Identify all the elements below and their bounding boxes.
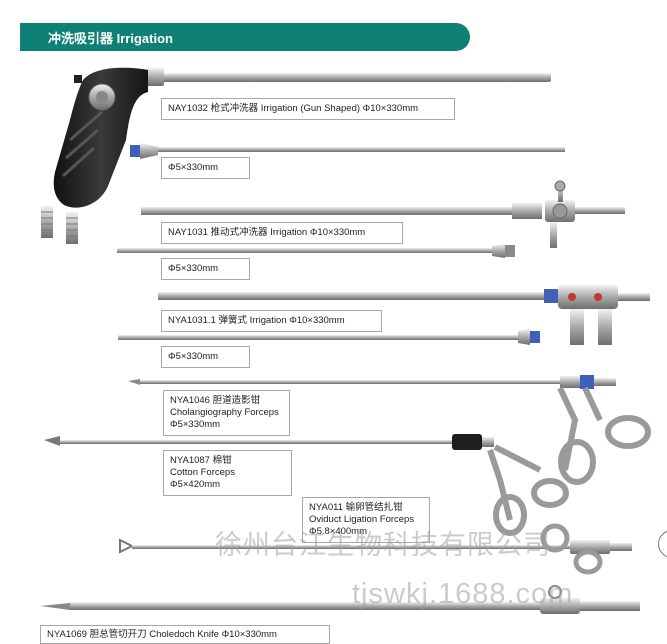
section-title: 冲洗吸引器 Irrigation bbox=[48, 30, 173, 46]
cholangiography-forceps-image bbox=[128, 375, 651, 485]
cotton-forceps-image bbox=[44, 434, 569, 536]
label-spring-irrigator: NYA1031.1 弹簧式 Irrigation Φ10×330mm bbox=[161, 310, 382, 332]
gun-irrigator-image bbox=[41, 67, 551, 244]
label-choledoch-knife: NYA1069 胆总管切开刀 Choledoch Knife Φ10×330mm bbox=[40, 625, 330, 644]
label-push-irrigator: NAY1031 推动式冲洗器 Irrigation Φ10×330mm bbox=[161, 222, 403, 244]
label-cholangiography-forceps: NYA1046 胆道造影钳 Cholangiography Forceps Φ5… bbox=[163, 390, 290, 436]
spring-irrigator-image bbox=[158, 285, 650, 345]
oviduct-forceps-image bbox=[119, 523, 632, 575]
label-tube-5mm-2: Φ5×330mm bbox=[161, 258, 250, 280]
section-header: 冲洗吸引器 Irrigation bbox=[20, 23, 470, 51]
label-oviduct-forceps: NYA011 输卵管结扎钳 Oviduct Ligation Forceps Φ… bbox=[302, 497, 430, 543]
label-tube-5mm-3: Φ5×330mm bbox=[161, 346, 250, 368]
push-irrigator-image bbox=[141, 180, 625, 248]
tube-5mm-image-2 bbox=[117, 244, 515, 258]
tube-5mm-image-1 bbox=[130, 143, 565, 159]
label-gun-irrigator: NAY1032 枪式冲洗器 Irrigation (Gun Shaped) Φ1… bbox=[161, 98, 455, 120]
tube-5mm-image-3 bbox=[118, 329, 540, 345]
label-cotton-forceps: NYA1087 棉钳 Cotton Forceps Φ5×420mm bbox=[163, 450, 292, 496]
choledoch-knife-image bbox=[40, 585, 640, 614]
label-tube-5mm-1: Φ5×330mm bbox=[161, 157, 250, 179]
